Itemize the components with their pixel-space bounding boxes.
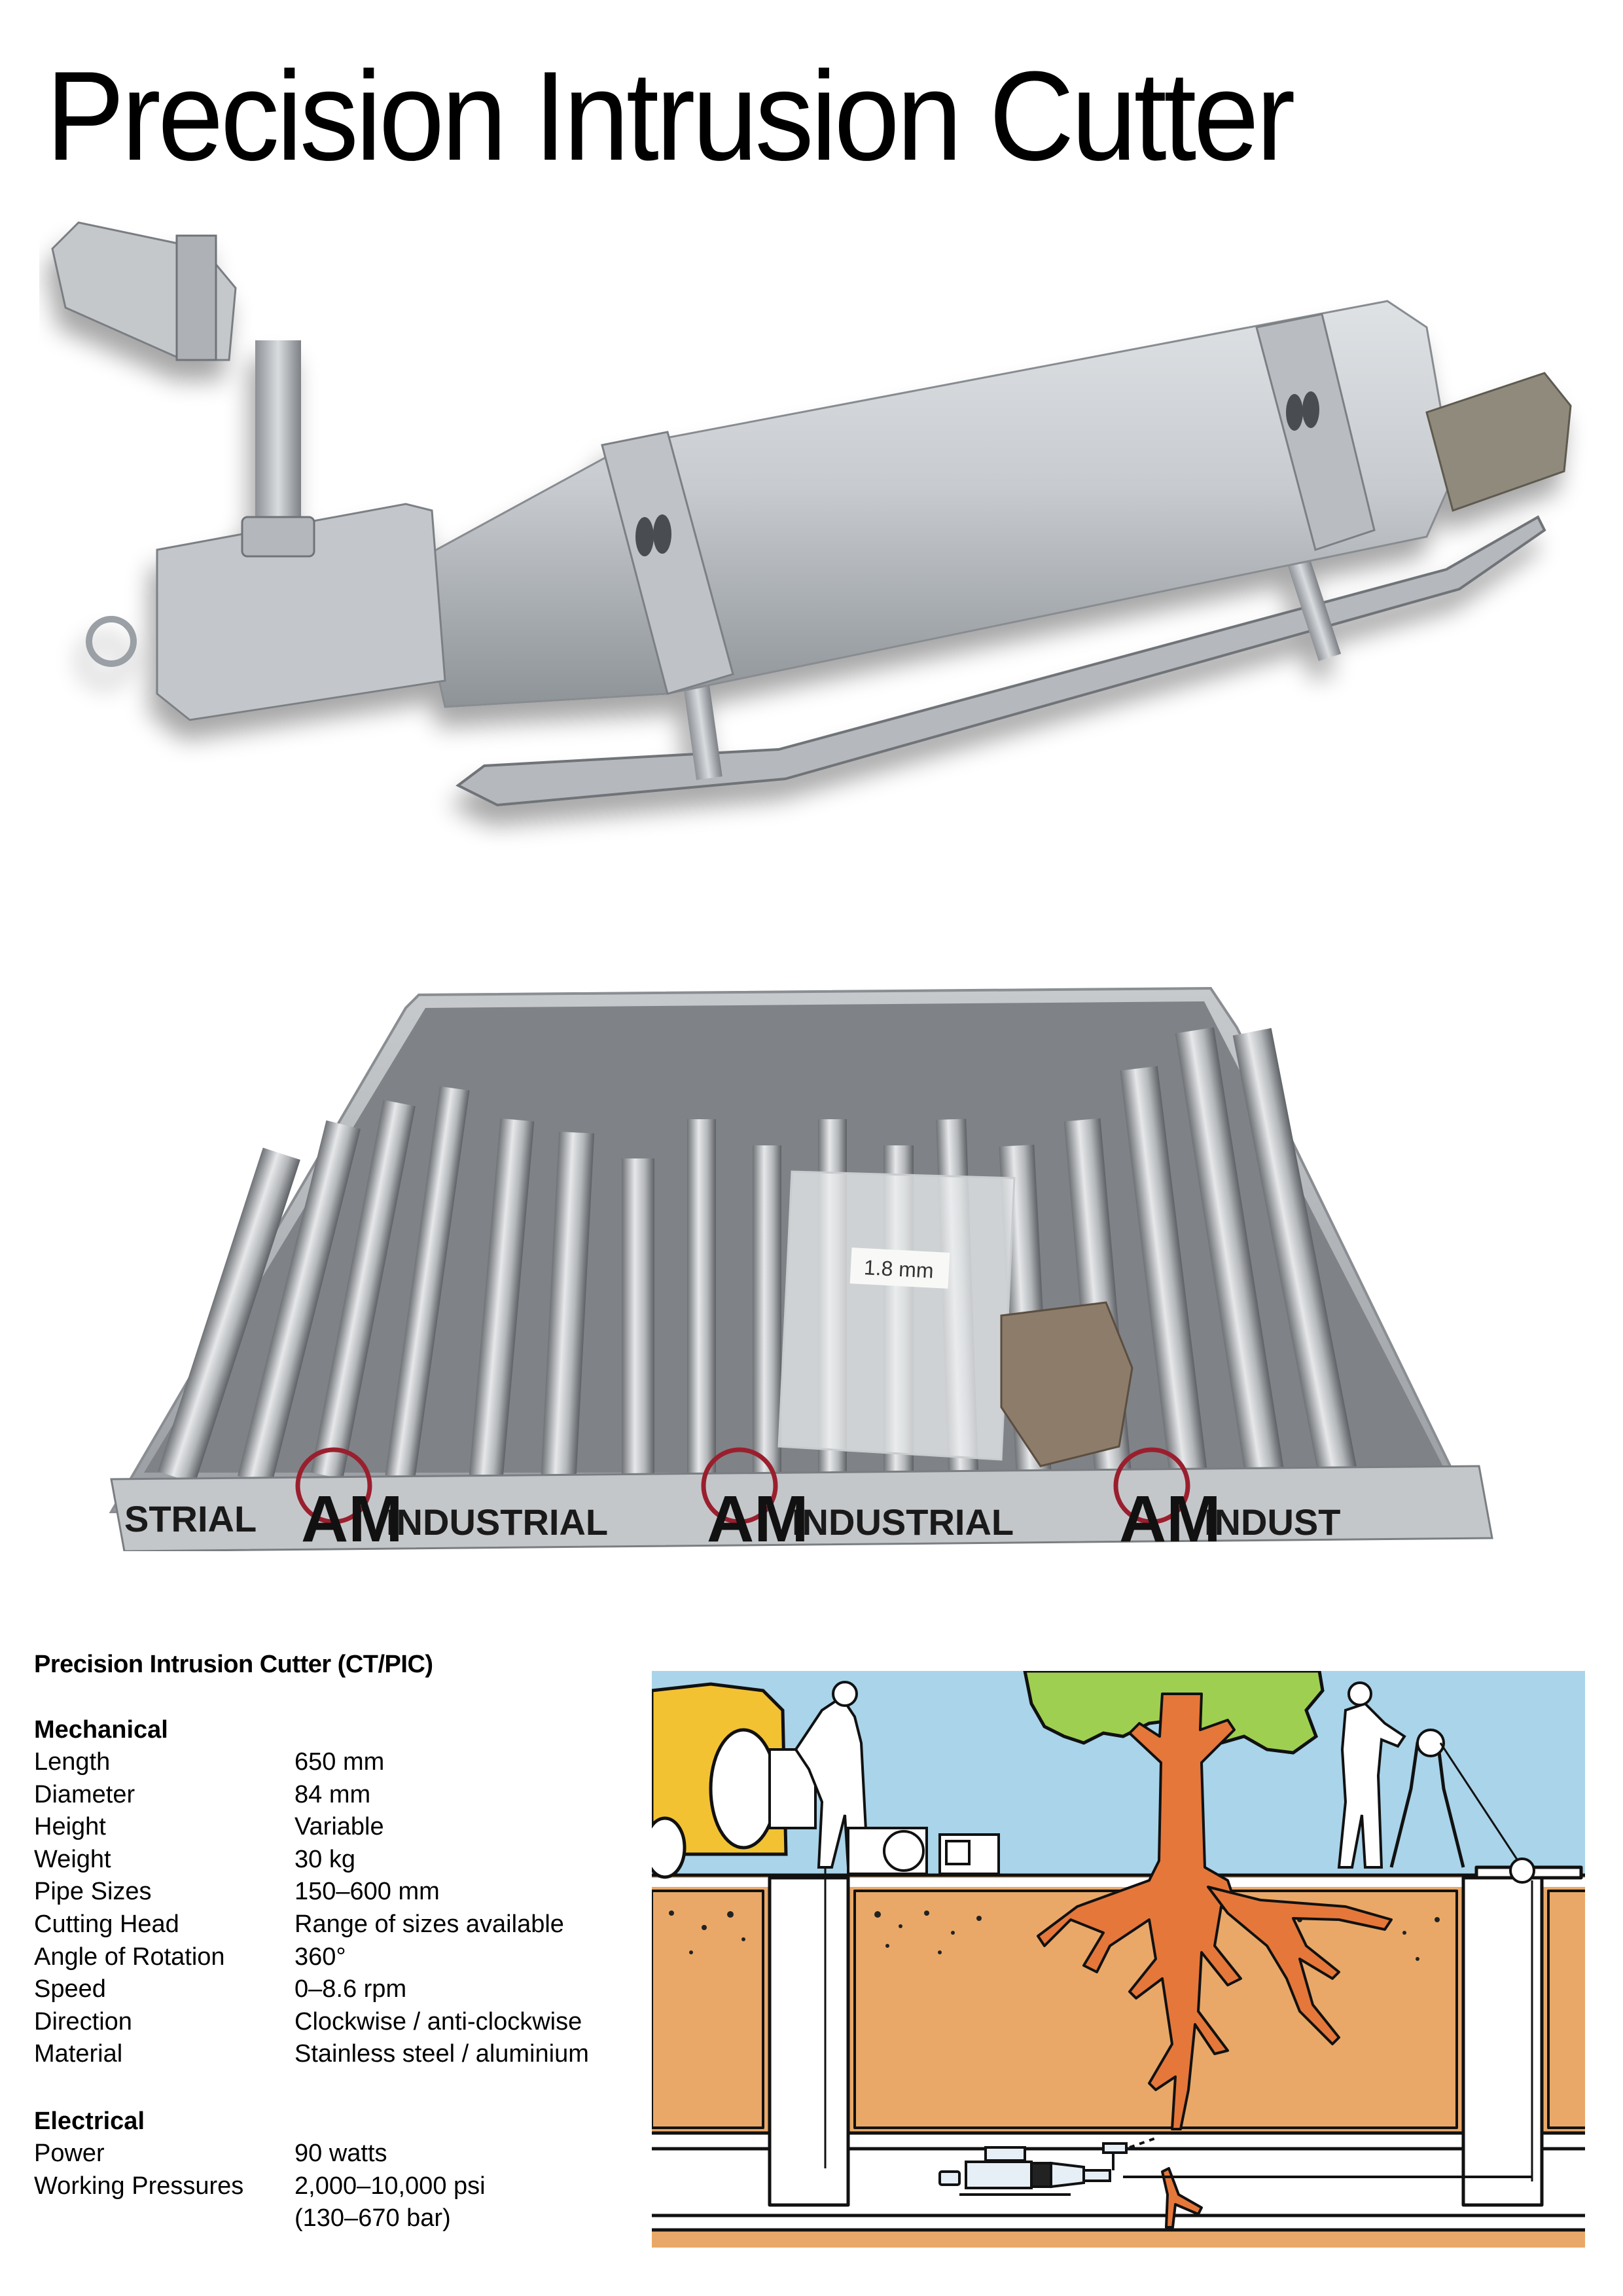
spec-row-working-pressures-bar: (130–670 bar) [34,2202,643,2235]
spec-label: Height [34,1813,106,1841]
tray-brand-text-2: INDUSTRIAL [386,1501,608,1543]
spec-value: Range of sizes available [294,1910,564,1938]
spec-value: Stainless steel / aluminium [294,2040,589,2068]
spec-value: 84 mm [294,1780,371,1808]
spec-row-weight: Weight 30 kg [34,1844,643,1876]
spec-label: Diameter [34,1780,135,1808]
spec-row-pipe-sizes: Pipe Sizes 150–600 mm [34,1876,643,1909]
tray-photo: 1.8 mm STRIAL INDUSTRIAL INDUSTRIAL INDU… [98,949,1505,1556]
spec-row-direction: Direction Clockwise / anti-clockwise [34,2006,643,2039]
spec-sheet: Precision Intrusion Cutter (CT/PIC) Mech… [34,1648,643,2235]
spec-row-speed: Speed 0–8.6 rpm [34,1973,643,2006]
tray-brand-text-1: STRIAL [124,1498,257,1539]
svg-text:AM: AM [1119,1482,1221,1551]
am-logo-icon: AM AM AM [295,1447,1221,1556]
spec-row-angle-of-rotation: Angle of Rotation 360° [34,1941,643,1974]
tray-brand-text-3: INDUSTRIAL [792,1501,1014,1543]
spec-value: 650 mm [294,1748,385,1776]
mechanical-heading: Mechanical [34,1716,168,1744]
spec-label: Length [34,1748,111,1776]
page-title: Precision Intrusion Cutter [46,45,1295,187]
spec-value: 30 kg [294,1845,355,1873]
spec-value: Variable [294,1813,384,1841]
spec-label: Cutting Head [34,1910,179,1938]
sewer-diagram-illustration [652,1671,1585,2248]
cutter-photo [39,196,1610,903]
spec-label: Angle of Rotation [34,1943,225,1971]
spec-label: Weight [34,1845,111,1873]
bag-label: 1.8 mm [863,1255,934,1283]
spec-label: Material [34,2040,123,2068]
spec-value: 0–8.6 rpm [294,1975,407,2003]
tray-illustration: 1.8 mm STRIAL INDUSTRIAL INDUSTRIAL INDU… [109,986,1493,1556]
spec-row-cutting-head: Cutting Head Range of sizes available [34,1909,643,1941]
spec-label: Speed [34,1975,106,2003]
spec-value: Clockwise / anti-clockwise [294,2007,582,2036]
spec-value: 90 watts [294,2139,387,2167]
cutter-illustration [51,221,1572,807]
spec-row-diameter: Diameter 84 mm [34,1779,643,1812]
spec-row-material: Material Stainless steel / aluminium [34,2038,643,2071]
spec-value: 360° [294,1943,346,1971]
spec-row-length: Length 650 mm [34,1746,643,1779]
spec-heading: Precision Intrusion Cutter (CT/PIC) [34,1651,433,1678]
spec-label [34,2202,294,2235]
tray-brand-text-4: INDUST [1204,1501,1340,1543]
spec-value: 2,000–10,000 psi [294,2172,486,2200]
spec-row-working-pressures: Working Pressures 2,000–10,000 psi [34,2170,643,2203]
spec-label: Power [34,2139,105,2167]
root-cutting-diagram [652,1671,1585,2248]
spec-value: 150–600 mm [294,1878,440,1906]
spec-row-power: Power 90 watts [34,2138,643,2170]
spec-label: Pipe Sizes [34,1878,152,1906]
svg-text:AM: AM [707,1482,809,1551]
svg-text:AM: AM [301,1482,403,1551]
spec-value: (130–670 bar) [294,2204,451,2233]
spec-row-height: Height Variable [34,1811,643,1844]
spec-label: Direction [34,2007,132,2036]
electrical-heading: Electrical [34,2107,145,2135]
spec-label: Working Pressures [34,2172,244,2200]
